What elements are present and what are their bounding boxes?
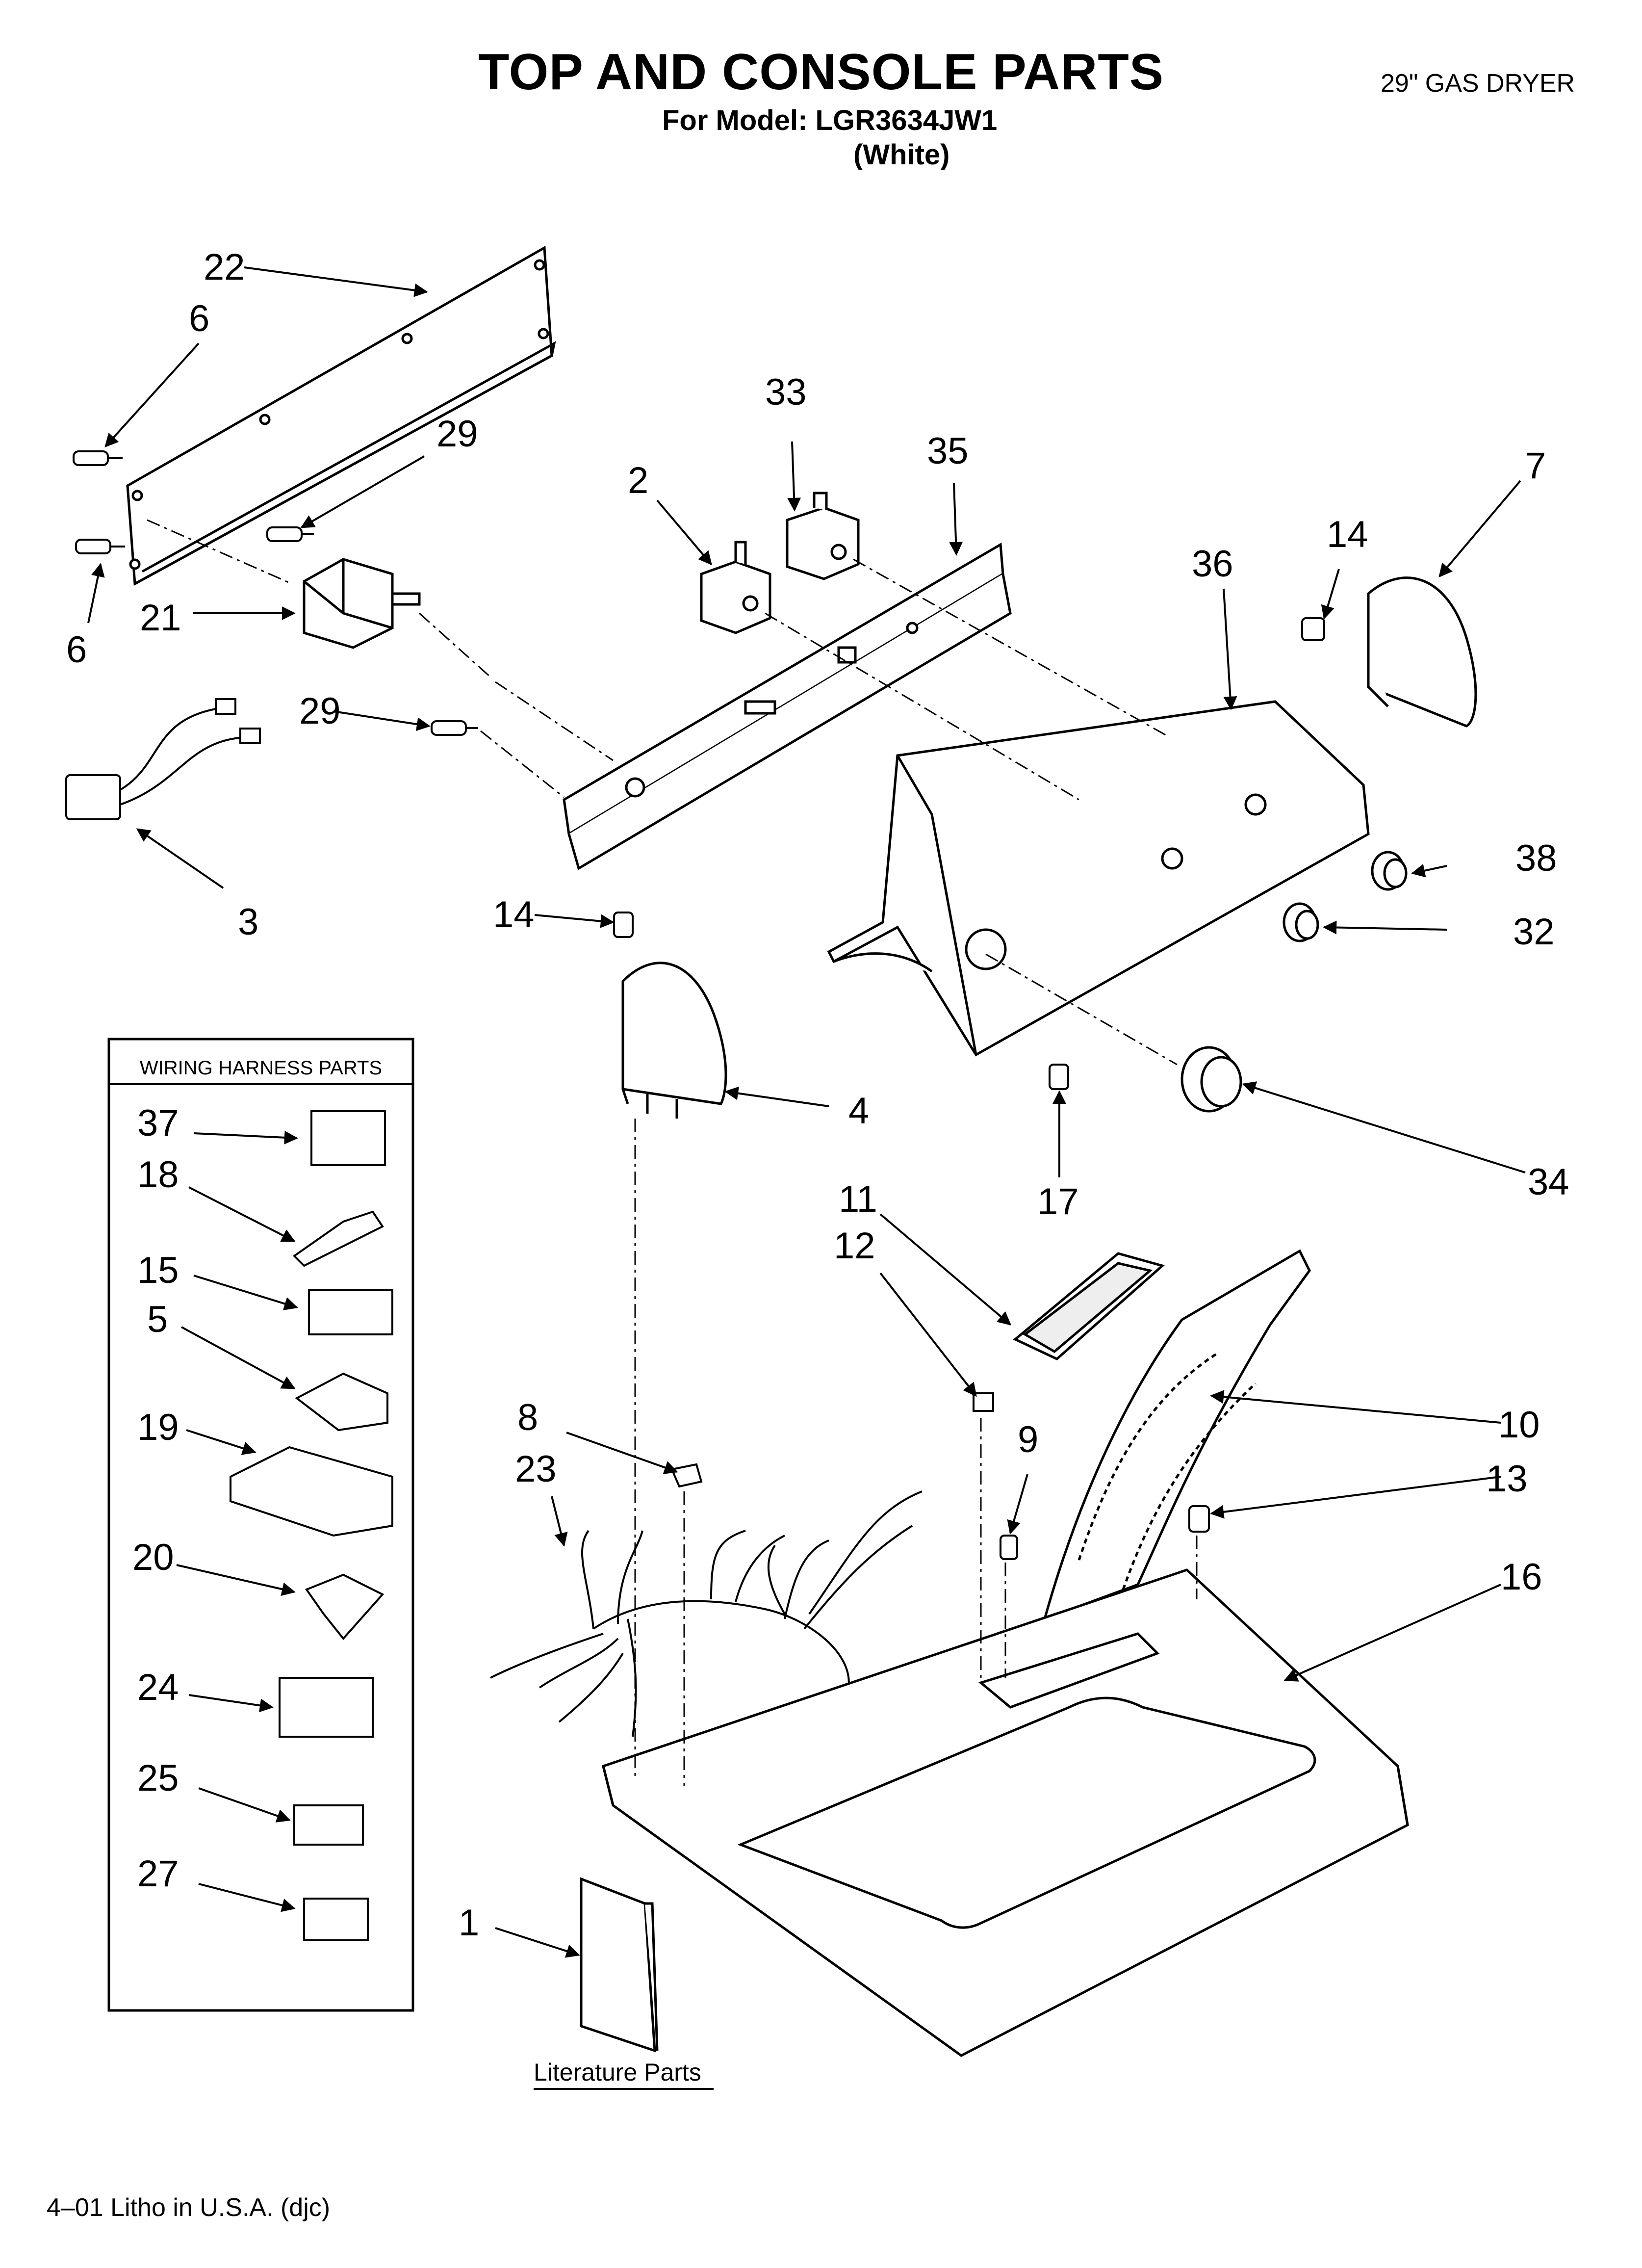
screw-part-13 — [1188, 1505, 1210, 1533]
screw-part-6-upper — [73, 450, 123, 466]
literature-part-1 — [580, 1877, 659, 2053]
callout-15: 15 — [137, 1250, 179, 1291]
callout-16: 16 — [1501, 1556, 1542, 1598]
connector-part-5 — [295, 1372, 388, 1432]
callout-36: 36 — [1192, 543, 1233, 585]
footer-print-note: 4–01 Litho in U.S.A. (djc) — [47, 2193, 331, 2222]
connector-part-27 — [303, 1898, 369, 1941]
callout-33: 33 — [765, 371, 807, 413]
clip-part-20 — [305, 1573, 385, 1641]
callout-8: 8 — [517, 1397, 538, 1438]
wire-harness-part-23 — [490, 1490, 923, 1737]
end-cap-part-4 — [621, 962, 727, 1119]
timer-part-21 — [303, 558, 421, 649]
harness-part-3 — [65, 698, 261, 820]
callout-14-right: 14 — [1327, 514, 1368, 555]
callout-14-left: 14 — [493, 894, 535, 936]
model-number: For Model: LGR3634JW1 — [662, 104, 998, 136]
screw-part-17 — [1049, 1064, 1069, 1090]
end-cap-part-7 — [1367, 576, 1477, 728]
wiring-box-title: WIRING HARNESS PARTS — [140, 1057, 382, 1079]
lint-filter-housing-part-10 — [1043, 1249, 1311, 1621]
terminal-part-18 — [292, 1210, 384, 1267]
screw-part-29-lower — [431, 720, 478, 736]
leader-lines — [87, 266, 1526, 1958]
callout-37: 37 — [137, 1102, 179, 1144]
connector-part-24 — [279, 1677, 374, 1738]
callout-18: 18 — [137, 1154, 179, 1196]
screw-part-29-upper — [266, 526, 314, 542]
rear-control-panel — [126, 245, 556, 586]
callout-24: 24 — [137, 1667, 179, 1708]
switch-part-33 — [786, 492, 860, 580]
callout-34: 34 — [1528, 1161, 1569, 1203]
callout-1: 1 — [459, 1902, 479, 1944]
clip-part-12 — [973, 1392, 994, 1412]
callout-3: 3 — [238, 901, 258, 943]
callout-19: 19 — [137, 1407, 179, 1448]
knob-part-34 — [1180, 1046, 1242, 1113]
literature-parts-label: Literature Parts — [534, 2059, 701, 2086]
top-panel-part-16 — [602, 1568, 1409, 2057]
callout-7: 7 — [1525, 445, 1546, 487]
connector-part-37 — [310, 1110, 386, 1166]
screw-part-6-lower — [75, 539, 125, 554]
knob-part-32 — [1283, 902, 1319, 942]
assembly-guide-lines — [147, 519, 1198, 1786]
callout-35: 35 — [927, 430, 969, 472]
product-type: 29" GAS DRYER — [1381, 69, 1575, 98]
lint-screen-part-11 — [1013, 1252, 1165, 1360]
knob-part-38 — [1371, 851, 1408, 891]
callout-22: 22 — [204, 246, 245, 288]
callout-2: 2 — [628, 460, 648, 501]
callout-4: 4 — [848, 1090, 869, 1132]
connector-part-19 — [230, 1446, 393, 1537]
callout-11: 11 — [839, 1178, 877, 1220]
callout-6-upper: 6 — [189, 298, 209, 339]
callout-23: 23 — [515, 1448, 557, 1490]
callout-9: 9 — [1018, 1419, 1038, 1460]
callout-5: 5 — [147, 1299, 168, 1340]
callout-38: 38 — [1515, 837, 1557, 879]
callout-6-lower: 6 — [66, 629, 87, 671]
connector-part-25 — [293, 1804, 364, 1846]
callout-29-upper: 29 — [436, 413, 478, 455]
switch-part-2 — [700, 541, 771, 634]
screw-part-14-right — [1301, 617, 1325, 641]
screw-part-9 — [1000, 1535, 1018, 1560]
callout-20: 20 — [132, 1537, 174, 1578]
callout-10: 10 — [1498, 1404, 1540, 1446]
callout-27: 27 — [137, 1853, 179, 1895]
screw-part-14-left — [613, 912, 634, 938]
callout-32: 32 — [1513, 911, 1555, 953]
console-brace-part-35 — [563, 542, 1012, 870]
callout-25: 25 — [137, 1757, 179, 1799]
callout-17: 17 — [1037, 1181, 1079, 1223]
callout-12: 12 — [834, 1225, 875, 1267]
callout-21: 21 — [140, 597, 181, 639]
clip-part-8 — [670, 1463, 703, 1488]
connector-part-15 — [308, 1289, 393, 1335]
model-color: (White) — [853, 139, 950, 171]
callout-labels: 22 6 29 21 6 33 2 35 7 14 36 29 3 38 32 … — [66, 246, 1569, 1944]
wiring-harness-box: WIRING HARNESS PARTS — [107, 1038, 414, 2012]
console-part-36 — [827, 700, 1370, 1057]
page-title: TOP AND CONSOLE PARTS — [478, 44, 1164, 101]
callout-29-lower: 29 — [299, 690, 341, 732]
callout-13: 13 — [1486, 1458, 1528, 1500]
